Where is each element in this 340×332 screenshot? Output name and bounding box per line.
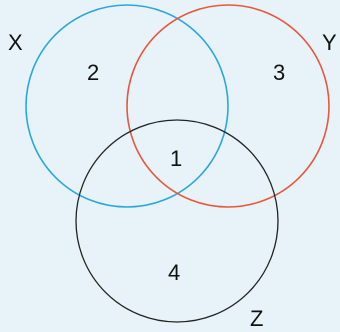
circle-y bbox=[126, 4, 330, 208]
region-xyz: 1 bbox=[170, 146, 182, 171]
region-x-only: 2 bbox=[87, 60, 99, 85]
circle-x bbox=[25, 4, 229, 208]
set-label-y: Y bbox=[322, 30, 337, 55]
circle-z bbox=[75, 119, 279, 323]
set-label-z: Z bbox=[250, 306, 263, 331]
region-y-only: 3 bbox=[273, 60, 285, 85]
set-label-x: X bbox=[8, 30, 23, 55]
region-z-only: 4 bbox=[168, 260, 180, 285]
